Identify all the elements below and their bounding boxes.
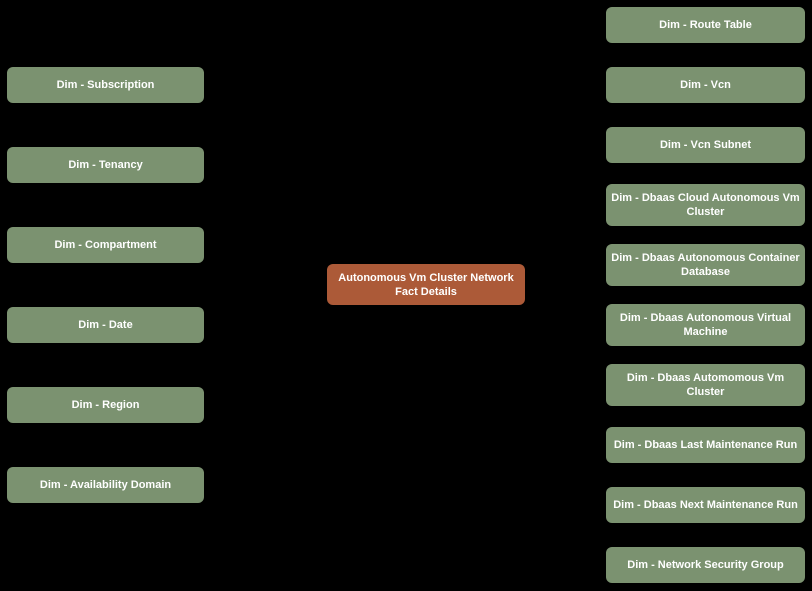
node-label: Dim - Compartment <box>54 239 157 251</box>
dim-node-region[interactable]: Dim - Region <box>7 387 204 423</box>
dim-node-dbaas-autonomous-virtual-machine[interactable]: Dim - Dbaas Autonomous Virtual Machine <box>606 304 805 346</box>
dim-node-tenancy[interactable]: Dim - Tenancy <box>7 147 204 183</box>
node-label: Dim - Dbaas Cloud Autonomous Vm Cluster <box>611 192 800 218</box>
node-label: Dim - Vcn Subnet <box>659 139 752 151</box>
node-label: Dim - Vcn <box>680 79 731 91</box>
node-label: Dim - Subscription <box>56 79 155 91</box>
fact-node-autonomous-vm-cluster-network[interactable]: Autonomous Vm Cluster Network Fact Detai… <box>327 264 525 305</box>
node-label: Dim - Region <box>71 399 140 411</box>
dim-node-vcn[interactable]: Dim - Vcn <box>606 67 805 103</box>
node-label: Dim - Dbaas Next Maintenance Run <box>613 499 798 511</box>
node-label: Dim - Dbaas Autonomous Virtual Machine <box>619 312 792 338</box>
dim-node-network-security-group[interactable]: Dim - Network Security Group <box>606 547 805 583</box>
dim-node-route-table[interactable]: Dim - Route Table <box>606 7 805 43</box>
dim-node-dbaas-cloud-autonomous-vm-cluster[interactable]: Dim - Dbaas Cloud Autonomous Vm Cluster <box>606 184 805 226</box>
node-label: Dim - Dbaas Autonomous Container Databas… <box>611 252 800 278</box>
node-label: Dim - Route Table <box>659 19 752 31</box>
node-label: Dim - Tenancy <box>68 159 143 171</box>
dim-node-compartment[interactable]: Dim - Compartment <box>7 227 204 263</box>
node-label: Dim - Dbaas Last Maintenance Run <box>613 439 798 451</box>
dim-node-dbaas-last-maintenance-run[interactable]: Dim - Dbaas Last Maintenance Run <box>606 427 805 463</box>
dim-node-dbaas-next-maintenance-run[interactable]: Dim - Dbaas Next Maintenance Run <box>606 487 805 523</box>
dim-node-date[interactable]: Dim - Date <box>7 307 204 343</box>
dim-node-subscription[interactable]: Dim - Subscription <box>7 67 204 103</box>
dim-node-availability-domain[interactable]: Dim - Availability Domain <box>7 467 204 503</box>
dim-node-dbaas-autonomous-container-database[interactable]: Dim - Dbaas Autonomous Container Databas… <box>606 244 805 286</box>
node-label: Autonomous Vm Cluster Network Fact Detai… <box>338 271 514 298</box>
dim-node-vcn-subnet[interactable]: Dim - Vcn Subnet <box>606 127 805 163</box>
node-label: Dim - Date <box>78 319 133 331</box>
node-label: Dim - Network Security Group <box>627 559 784 571</box>
node-label: Dim - Dbaas Automomous Vm Cluster <box>626 372 785 398</box>
dim-node-dbaas-autonomous-vm-cluster[interactable]: Dim - Dbaas Automomous Vm Cluster <box>606 364 805 406</box>
node-label: Dim - Availability Domain <box>39 479 172 491</box>
